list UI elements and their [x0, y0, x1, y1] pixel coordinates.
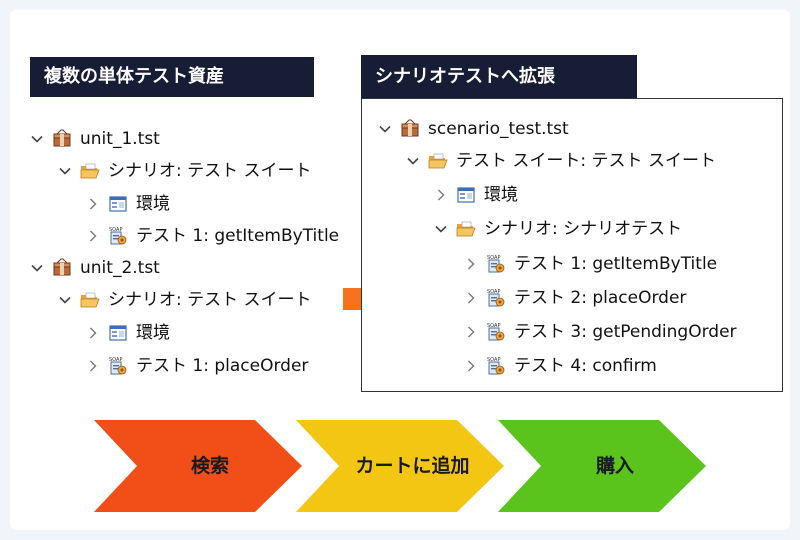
test-label: テスト 1: getItemByTitle [136, 226, 340, 246]
env-label: 環境 [136, 194, 170, 214]
chevron-down-icon[interactable] [434, 222, 448, 236]
package-box-icon [52, 129, 72, 149]
chevron-down-icon[interactable] [58, 293, 72, 307]
chevron-down-icon[interactable] [406, 154, 420, 168]
chevron-right-icon[interactable] [86, 359, 100, 373]
soap-test-icon [108, 226, 128, 246]
window-icon [108, 194, 128, 214]
tree-row-test-1[interactable]: テスト 1: getItemByTitle [464, 249, 717, 279]
soap-test-icon [486, 254, 506, 274]
tree-row-unit-2[interactable]: unit_2.tst [30, 253, 160, 283]
chevron-right-icon[interactable] [86, 197, 100, 211]
chevron-right-icon[interactable] [86, 326, 100, 340]
unit-name: unit_2.tst [80, 258, 160, 278]
flow-step-purchase-shape [498, 420, 706, 512]
tree-row-suite[interactable]: テスト スイート: テスト スイート [406, 146, 716, 176]
suite-label: テスト スイート: テスト スイート [456, 151, 716, 171]
test-label: テスト 3: getPendingOrder [514, 322, 737, 342]
root-name: scenario_test.tst [428, 119, 569, 139]
tree-row-test-4[interactable]: テスト 4: confirm [464, 351, 657, 381]
soap-test-icon [486, 356, 506, 376]
tree-row-test-2[interactable]: テスト 2: placeOrder [464, 283, 686, 313]
scenario-label: シナリオ: シナリオテスト [484, 219, 683, 239]
package-box-icon [52, 258, 72, 278]
soap-test-icon [486, 322, 506, 342]
chevron-right-icon[interactable] [86, 229, 100, 243]
suite-label: シナリオ: テスト スイート [108, 161, 312, 181]
tree-row-scenario-root[interactable]: scenario_test.tst [378, 114, 569, 144]
tree-row-unit-2-suite[interactable]: シナリオ: テスト スイート [58, 285, 312, 315]
chevron-down-icon[interactable] [378, 122, 392, 136]
tree-row-env[interactable]: 環境 [434, 180, 518, 210]
scenario-tree-panel [361, 98, 783, 392]
window-icon [108, 323, 128, 343]
test-label: テスト 2: placeOrder [514, 288, 687, 308]
tree-row-test-3[interactable]: テスト 3: getPendingOrder [464, 317, 737, 347]
flow-step-cart-shape [296, 420, 504, 512]
test-label: テスト 1: placeOrder [136, 356, 309, 376]
unit-name: unit_1.tst [80, 129, 160, 149]
open-folder-icon [456, 219, 476, 239]
env-label: 環境 [136, 323, 170, 343]
suite-label: シナリオ: テスト スイート [108, 290, 312, 310]
tree-row-unit-1-env[interactable]: 環境 [86, 189, 170, 219]
flow-step-search-shape [94, 420, 302, 512]
flow-step-cart-label: カートに追加 [355, 455, 470, 477]
chevron-right-icon[interactable] [434, 188, 448, 202]
chevron-down-icon[interactable] [30, 261, 44, 275]
chevron-down-icon[interactable] [30, 132, 44, 146]
flow-step-purchase-label: 購入 [595, 455, 634, 477]
soap-test-icon [486, 288, 506, 308]
tree-row-unit-1-test[interactable]: テスト 1: getItemByTitle [86, 221, 339, 251]
tree-row-unit-2-test[interactable]: テスト 1: placeOrder [86, 351, 308, 381]
tree-row-unit-2-env[interactable]: 環境 [86, 318, 170, 348]
open-folder-icon [80, 161, 100, 181]
left-title-label: 複数の単体テスト資産 [30, 57, 314, 97]
open-folder-icon [428, 151, 448, 171]
test-label: テスト 1: getItemByTitle [514, 254, 718, 274]
chevron-right-icon[interactable] [464, 257, 478, 271]
left-title: 複数の単体テスト資産 [44, 66, 224, 87]
process-flow [94, 420, 706, 512]
chevron-down-icon[interactable] [58, 164, 72, 178]
chevron-right-icon[interactable] [464, 359, 478, 373]
flow-step-search-label: 検索 [190, 455, 229, 477]
tree-row-unit-1[interactable]: unit_1.tst [30, 124, 160, 154]
chevron-right-icon[interactable] [464, 325, 478, 339]
test-label: テスト 4: confirm [514, 356, 657, 376]
chevron-right-icon[interactable] [464, 291, 478, 305]
package-box-icon [400, 119, 420, 139]
right-title-label: シナリオテストへ拡張 [361, 55, 637, 98]
tree-row-unit-1-suite[interactable]: シナリオ: テスト スイート [58, 156, 312, 186]
open-folder-icon [80, 290, 100, 310]
window-icon [456, 185, 476, 205]
right-title: シナリオテストへ拡張 [375, 66, 555, 87]
env-label: 環境 [484, 185, 518, 205]
soap-test-icon [108, 356, 128, 376]
tree-row-scenario[interactable]: シナリオ: シナリオテスト [434, 214, 682, 244]
